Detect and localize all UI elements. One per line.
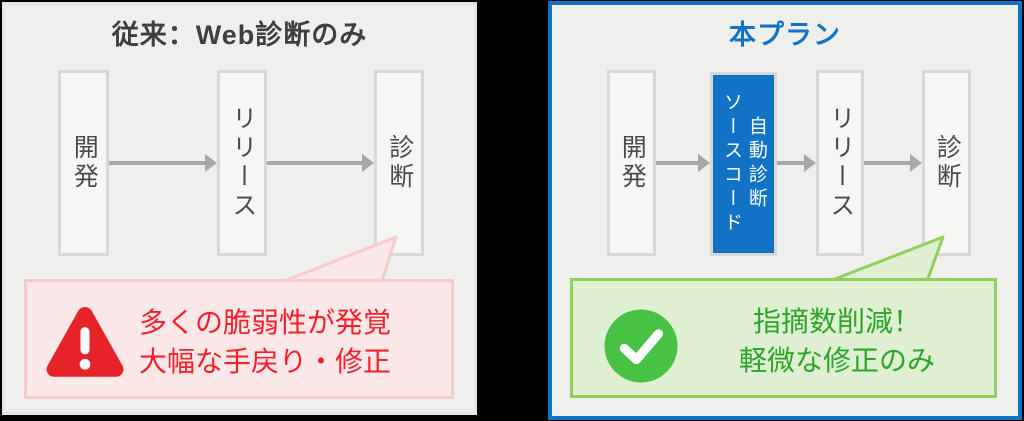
step-label: リリース — [228, 105, 257, 221]
flow-arrow — [267, 154, 374, 172]
highlight-label-source-code: ソースコード — [721, 92, 742, 236]
flow-arrow — [777, 154, 816, 172]
step-label: 診断 — [933, 134, 962, 192]
success-callout-text: 指摘数削減！ 軽微な修正のみ — [688, 302, 986, 380]
flow-arrow — [864, 154, 922, 172]
warning-callout-text: 多くの脆弱性が発覚 大幅な手戻り・修正 — [139, 303, 391, 381]
step-box-development: 開発 — [607, 70, 656, 256]
step-box-source-code-auto-diagnosis: ソースコード 自動診断 — [710, 72, 777, 256]
highlight-label-auto-diagnosis: 自動診断 — [745, 116, 767, 212]
legacy-panel: 従来：Web診断のみ 開発 リリース 診断 多くの脆弱性が発覚 大幅な手戻り・修… — [2, 2, 477, 415]
warning-triangle-icon — [46, 306, 124, 377]
flow-arrow — [109, 154, 217, 172]
warning-line-2: 大幅な手戻り・修正 — [139, 346, 392, 377]
step-label: 開発 — [618, 134, 647, 192]
success-line-2: 軽微な修正のみ — [738, 345, 935, 376]
warning-callout: 多くの脆弱性が発覚 大幅な手戻り・修正 — [24, 279, 454, 399]
step-box-diagnosis: 診断 — [374, 70, 424, 256]
success-line-1: 指摘数削減！ — [752, 306, 921, 337]
legacy-panel-title: 従来：Web診断のみ — [111, 20, 368, 50]
flow-arrow — [656, 154, 710, 172]
step-label: 開発 — [70, 134, 99, 192]
plan-panel: 本プラン 開発 ソースコード 自動診断 リリース 診断 指摘数削減！ 軽微な修正… — [548, 1, 1022, 420]
step-box-diagnosis: 診断 — [922, 70, 971, 256]
step-label: リリース — [826, 105, 855, 221]
check-circle-icon — [604, 309, 678, 383]
step-label: 診断 — [385, 134, 414, 192]
step-box-development: 開発 — [58, 70, 109, 256]
step-box-release: リリース — [217, 70, 267, 256]
success-callout: 指摘数削減！ 軽微な修正のみ — [570, 278, 997, 398]
warning-line-1: 多くの脆弱性が発覚 — [139, 307, 392, 338]
plan-panel-title: 本プラン — [729, 20, 841, 50]
step-box-release: リリース — [816, 70, 864, 256]
